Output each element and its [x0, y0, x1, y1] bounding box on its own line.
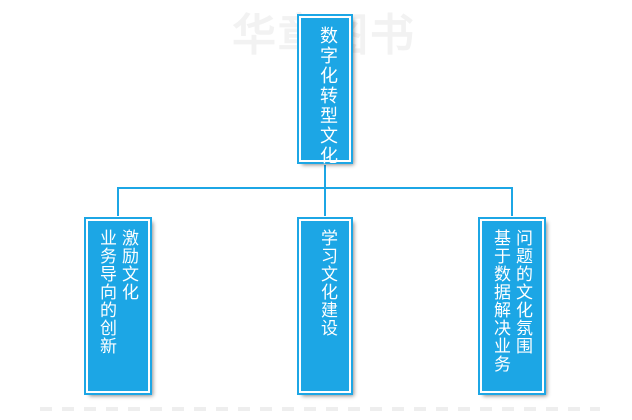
child-node-label-line-1: 激励文化 [118, 229, 138, 301]
child-node-label-line-2: 基于数据解决业务 [490, 229, 510, 373]
child-node-label-line-1: 问题的文化氛围 [512, 229, 532, 355]
root-node: 数字化转型文化 [297, 14, 353, 166]
child-node-data-driven-culture: 问题的文化氛围 基于数据解决业务 [478, 217, 546, 395]
child-node-incentive-culture: 激励文化 业务导向的创新 [84, 217, 152, 395]
cropped-caption-remnant [40, 407, 600, 420]
caption-ghost-mark [40, 407, 600, 411]
root-node-label: 数字化转型文化 [317, 26, 338, 166]
child-node-learning-culture: 学习文化建设 [297, 217, 353, 395]
child-node-label: 学习文化建设 [317, 229, 337, 337]
child-node-label-line-2: 业务导向的创新 [96, 229, 116, 355]
